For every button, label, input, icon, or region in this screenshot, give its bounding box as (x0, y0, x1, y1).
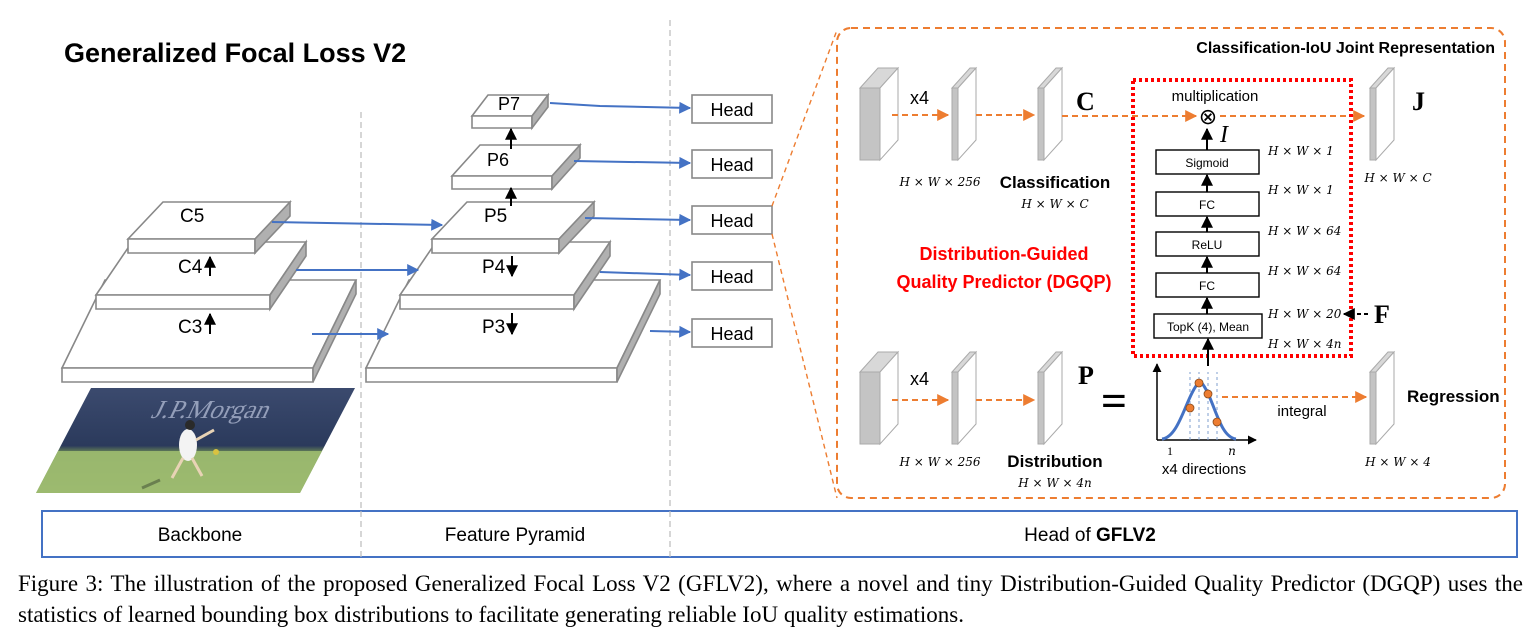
slab-c5 (126, 199, 292, 256)
bottom-x4-label: x4 (910, 369, 929, 389)
dgqp-label-line1: Distribution-Guided (920, 244, 1089, 264)
slab-p5 (430, 199, 596, 256)
figure-title: Generalized Focal Loss V2 (64, 38, 406, 68)
figure-caption-text: Figure 3: The illustration of the propos… (18, 571, 1523, 627)
figure-caption: Figure 3: The illustration of the propos… (18, 568, 1523, 630)
dist-axis-start: 1 (1167, 444, 1173, 458)
feature-map-bottom-2 (950, 350, 978, 446)
block-label: FC (1199, 198, 1215, 212)
label-p6: P6 (487, 150, 509, 170)
feature-map-regression (1368, 350, 1396, 446)
arrow-p6-head (573, 156, 692, 169)
section-pyramid: Feature Pyramid (445, 525, 585, 546)
label-c4: C4 (178, 257, 203, 278)
block-label: Sigmoid (1185, 156, 1228, 170)
head-box-p7: Head (691, 94, 773, 124)
dim-relu: H × W × 64 (1267, 224, 1341, 238)
arrow-p3-head (649, 325, 692, 338)
j-dim: H × W × C (1363, 171, 1431, 185)
block-label: ReLU (1192, 238, 1223, 252)
arrow-p7-head (549, 101, 692, 114)
section-backbone: Backbone (158, 525, 243, 546)
arrow-p4-head (599, 268, 692, 281)
slab-p6 (450, 142, 582, 192)
head-label: Head (710, 267, 753, 287)
head-box-p5: Head (691, 205, 773, 235)
directions-label: x4 directions (1162, 461, 1246, 478)
block-fc-top: FC (1155, 191, 1260, 217)
label-p7: P7 (498, 94, 520, 114)
feature-map-top-3 (1036, 66, 1064, 162)
label-c3: C3 (178, 317, 202, 338)
feature-map-bottom-3 (1036, 350, 1064, 446)
section-bar (41, 510, 1518, 558)
block-fc-bottom: FC (1155, 272, 1260, 298)
block-label: FC (1199, 279, 1215, 293)
top-letter-c: C (1076, 87, 1095, 116)
zoom-line-top (771, 29, 838, 207)
label-p4: P4 (482, 257, 506, 278)
bottom-dim-256: H × W × 256 (898, 455, 980, 469)
gflv2-detail-box (836, 27, 1506, 499)
distribution-plot (1152, 363, 1257, 445)
feature-map-bottom-1 (858, 350, 900, 446)
multiplication-label: multiplication (1172, 88, 1259, 105)
section-head: Head of GFLV2 (1024, 525, 1156, 546)
head-label: Head (710, 100, 753, 120)
head-box-p6: Head (691, 149, 773, 179)
section-head-bold: GFLV2 (1096, 525, 1156, 546)
regression-dim: H × W × 4 (1364, 455, 1431, 469)
top-dim-256: H × W × 256 (898, 175, 980, 189)
integral-label: integral (1277, 403, 1326, 420)
slab-p7 (470, 92, 550, 131)
dim-topk: H × W × 20 (1267, 307, 1342, 321)
top-x4-label: x4 (910, 88, 929, 108)
distribution-label: Distribution (1007, 452, 1102, 471)
block-sigmoid: Sigmoid (1155, 149, 1260, 175)
distribution-dim: H × W × 4n (1017, 476, 1092, 490)
slab-p4 (398, 239, 612, 312)
arrow-p5-head (584, 213, 692, 226)
block-relu: ReLU (1155, 231, 1260, 257)
feature-map-j (1368, 66, 1396, 162)
photo-sign-text: J.P.Morgan (147, 395, 277, 423)
label-f: F (1374, 300, 1390, 329)
label-j: J (1412, 87, 1425, 116)
classification-dim: H × W × C (1020, 197, 1088, 211)
label-p5: P5 (484, 206, 507, 227)
label-i: I (1219, 122, 1229, 148)
head-box-p4: Head (691, 261, 773, 291)
block-label: TopK (4), Mean (1167, 320, 1249, 334)
feature-map-top-1 (858, 66, 900, 162)
section-head-prefix: Head of (1024, 525, 1096, 546)
dist-axis-end: n (1228, 444, 1236, 458)
arrow-c5-p5 (271, 218, 444, 231)
block-topk: TopK (4), Mean (1153, 313, 1263, 339)
dgqp-label-line2: Quality Predictor (DGQP) (896, 272, 1111, 292)
classification-label: Classification (1000, 173, 1111, 192)
input-image: J.P.Morgan (36, 388, 355, 493)
joint-representation-title: Classification-IoU Joint Representation (1196, 40, 1495, 57)
head-label: Head (710, 211, 753, 231)
head-label: Head (710, 155, 753, 175)
zoom-line-bottom (771, 233, 838, 499)
dgqp-box (1131, 78, 1353, 358)
equals-sign: = (1101, 375, 1127, 426)
bottom-letter-p: P (1078, 361, 1094, 390)
dim-dist: H × W × 4n (1267, 337, 1342, 351)
dim-fc-top: H × W × 1 (1267, 183, 1334, 197)
label-p3: P3 (482, 317, 505, 338)
head-label: Head (710, 324, 753, 344)
otimes-symbol: ⊗ (1199, 104, 1217, 129)
regression-label: Regression (1407, 387, 1500, 406)
feature-map-top-2 (950, 66, 978, 162)
head-box-p3: Head (691, 318, 773, 348)
slab-c4 (94, 239, 308, 312)
label-c5: C5 (180, 206, 204, 227)
dim-fc-bottom: H × W × 64 (1267, 264, 1341, 278)
dim-sigmoid: H × W × 1 (1267, 144, 1334, 158)
